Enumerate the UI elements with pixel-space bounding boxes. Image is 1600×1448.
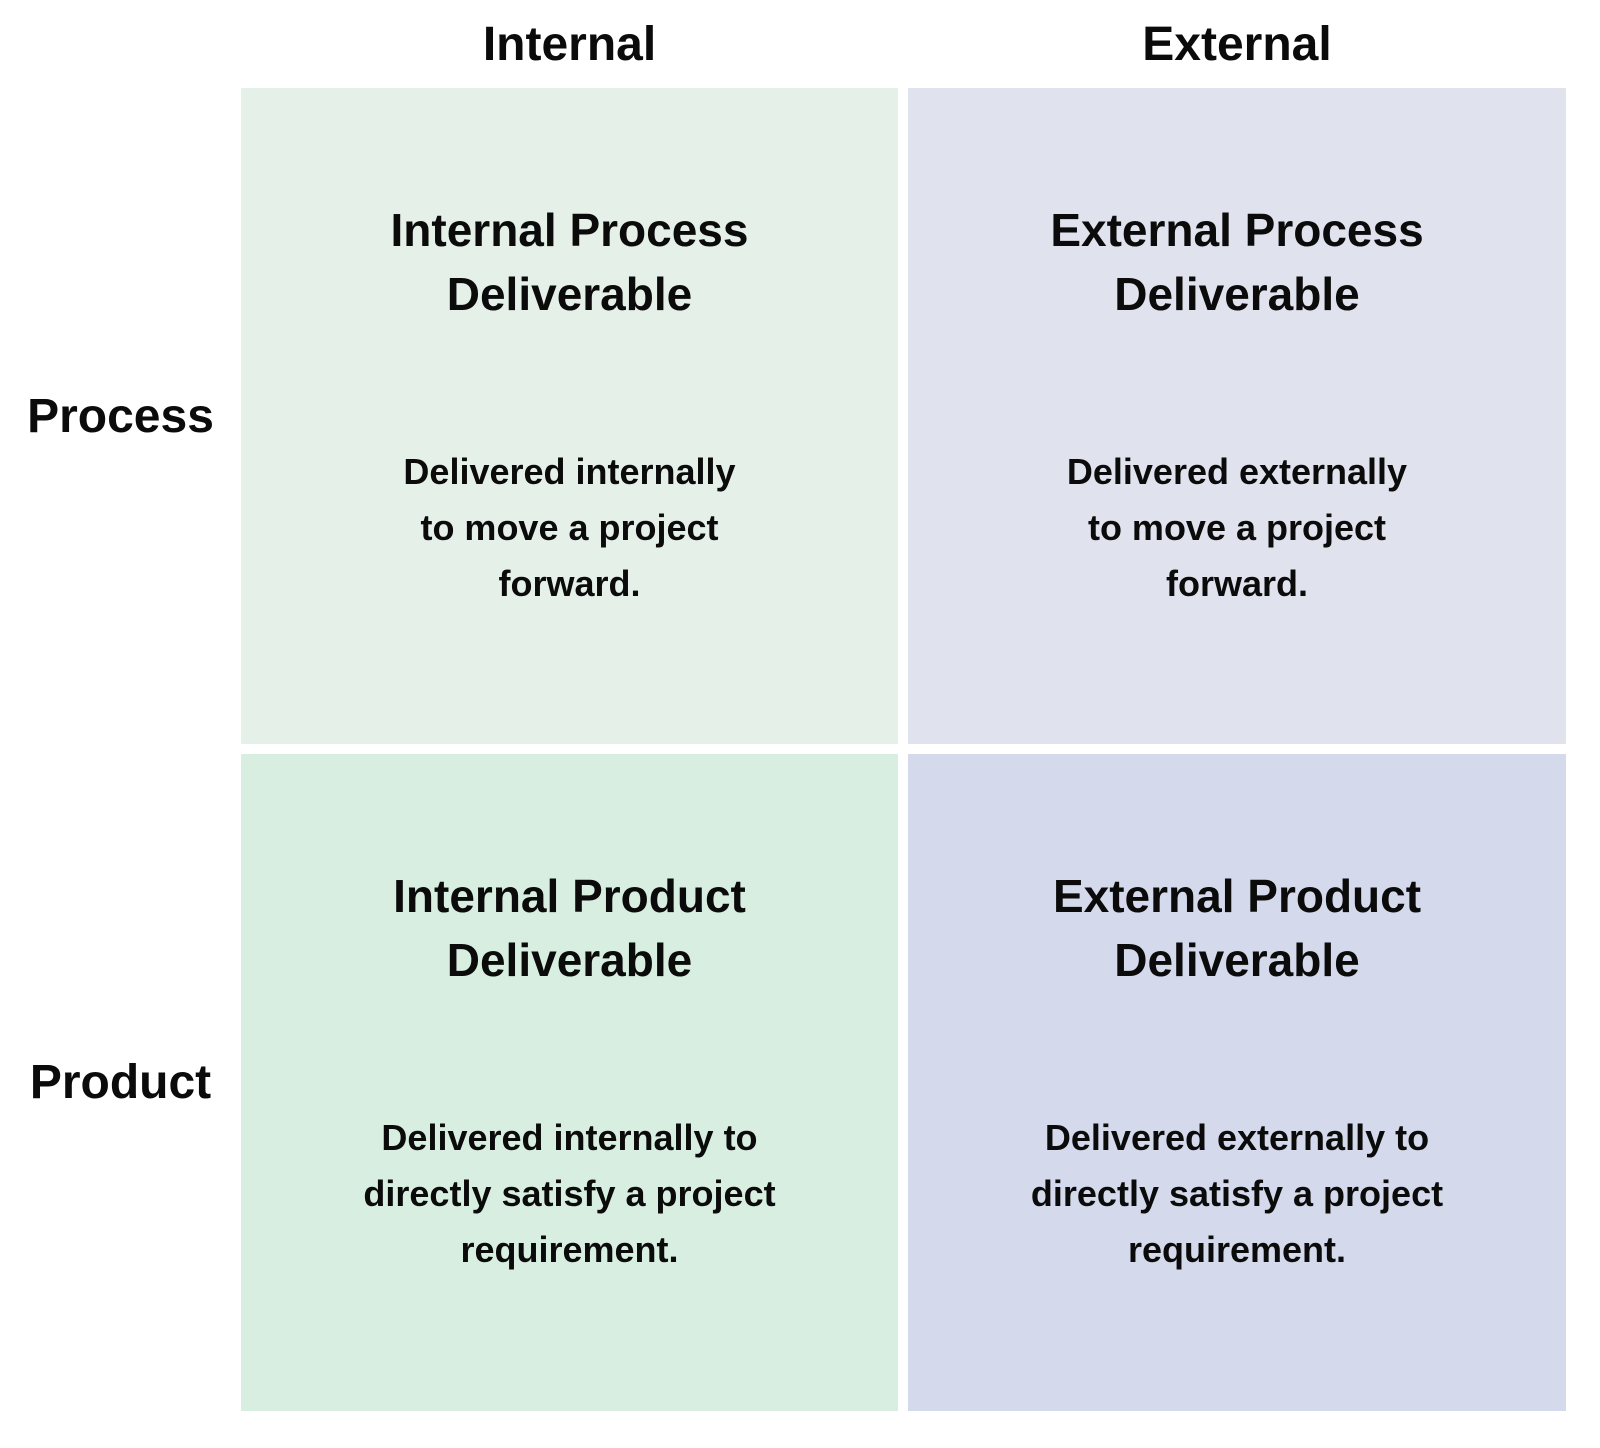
quadrant-description: Delivered externally to move a project f… bbox=[1066, 451, 1408, 604]
column-header-internal: Internal bbox=[482, 17, 657, 71]
quadrant-title: External Process Deliverable bbox=[1050, 204, 1424, 320]
quadrant-internal-product: Internal Product Deliverable Delivered i… bbox=[241, 754, 898, 1411]
quadrant-external-product: External Product Deliverable Delivered e… bbox=[908, 754, 1566, 1411]
quadrant-description: Delivered externally to directly satisfy… bbox=[1030, 1117, 1444, 1270]
quadrant-title: Internal Product Deliverable bbox=[393, 870, 746, 986]
row-header-process: Process bbox=[27, 389, 214, 443]
quadrant-external-process: External Process Deliverable Delivered e… bbox=[908, 88, 1566, 744]
quadrant-title: Internal Process Deliverable bbox=[390, 204, 749, 320]
quadrant-description: Delivered internally to move a project f… bbox=[403, 451, 736, 604]
column-header-external: External bbox=[1142, 17, 1332, 71]
quadrant-description: Delivered internally to directly satisfy… bbox=[363, 1117, 776, 1270]
row-header-product: Product bbox=[29, 1056, 212, 1109]
quadrant-internal-process: Internal Process Deliverable Delivered i… bbox=[241, 88, 898, 744]
quadrant-title: External Product Deliverable bbox=[1052, 870, 1422, 986]
